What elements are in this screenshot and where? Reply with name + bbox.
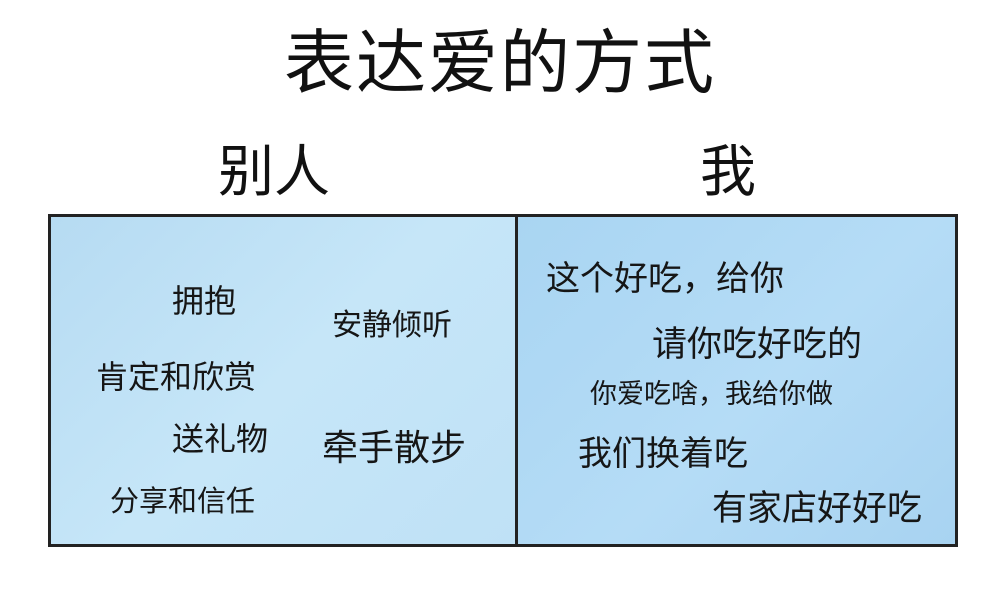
me-panel — [515, 214, 958, 547]
me-item-good-restaurant: 有家店好好吃 — [712, 489, 923, 529]
column-header-me: 我 — [700, 140, 756, 205]
page-title: 表达爱的方式 — [284, 22, 716, 104]
others-panel — [48, 214, 518, 547]
others-item-hug: 拥抱 — [172, 282, 237, 320]
me-item-treat-you: 请你吃好吃的 — [652, 325, 863, 365]
column-header-others: 别人 — [218, 140, 330, 205]
me-item-tasty-for-you: 这个好吃，给你 — [546, 259, 784, 299]
others-item-listen: 安静倾听 — [332, 308, 452, 343]
others-item-appreciate: 肯定和欣赏 — [96, 358, 257, 396]
me-item-swap-food: 我们换着吃 — [578, 434, 748, 474]
others-item-gift: 送礼物 — [172, 420, 269, 458]
me-item-cook-for-you: 你爱吃啥，我给你做 — [590, 379, 833, 410]
others-item-walk: 牵手散步 — [322, 428, 467, 469]
others-item-share: 分享和信任 — [110, 484, 256, 518]
